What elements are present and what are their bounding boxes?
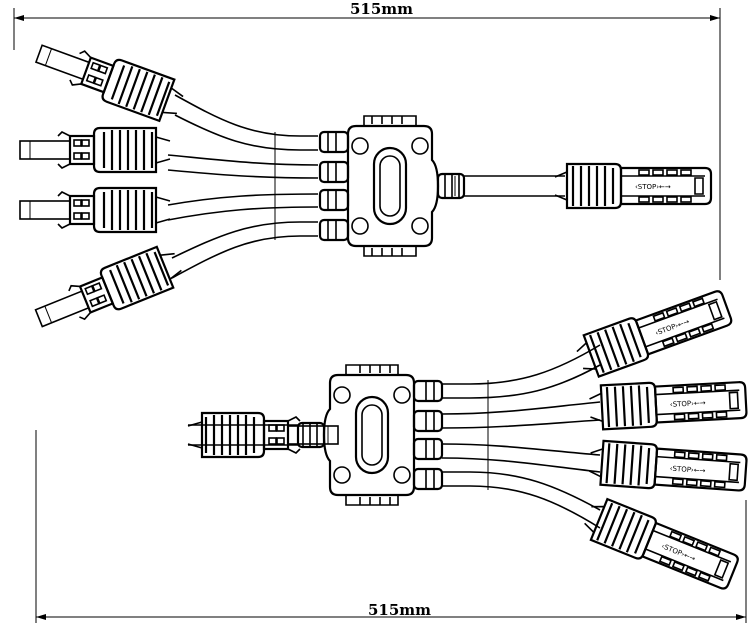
top-assembly [18,31,713,340]
bottom-hub [296,363,444,507]
bottom-assembly [186,284,749,595]
bottom-branch-cables [441,344,601,529]
top-hub [318,114,466,258]
bottom-output-connector-2 [587,376,749,432]
bottom-output-connector-3 [587,438,749,496]
top-dimension: 515mm [13,0,721,280]
top-dimension-label: 515mm [350,0,413,18]
top-input-connector [553,162,713,210]
top-branch-cables [167,94,319,279]
top-output-connector-1 [30,31,189,127]
top-output-connector-3 [18,186,172,234]
top-output-connector-4 [29,240,188,340]
bottom-dimension: 515mm [35,430,747,623]
top-output-connector-2 [18,126,172,174]
bottom-input-connector [186,411,340,459]
bottom-dimension-label: 515mm [368,601,431,619]
bottom-output-connector-4 [578,493,742,595]
